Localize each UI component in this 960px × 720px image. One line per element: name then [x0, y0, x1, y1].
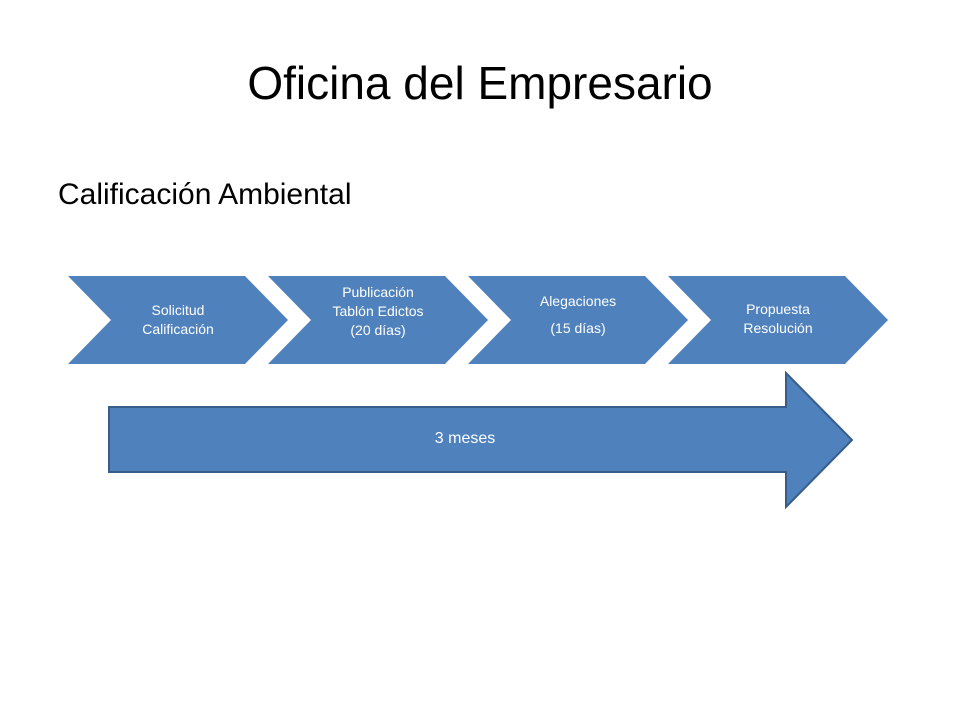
duration-label: 3 meses	[434, 430, 496, 447]
step-1-line-1: Solicitud	[151, 302, 205, 318]
step-3-line-2: (15 días)	[550, 319, 606, 336]
step-chevron-2	[268, 276, 488, 364]
step-2-line-1: Publicación	[342, 284, 414, 300]
step-2-line-2: Tablón Edictos	[332, 302, 424, 319]
step-label-4: Propuesta Resolución	[703, 300, 853, 338]
step-label-3: Alegaciones (15 días)	[503, 292, 653, 338]
page-subtitle: Calificación Ambiental	[58, 178, 352, 211]
step-4-line-2: Resolución	[743, 319, 813, 336]
step-chevron-4	[668, 276, 888, 364]
duration-arrow	[108, 370, 854, 510]
step-label-1: Solicitud Calificación	[103, 301, 253, 339]
step-2-line-3: (20 días)	[350, 321, 406, 338]
step-chevron-1	[68, 276, 288, 364]
step-4-line-1: Propuesta	[746, 301, 810, 317]
step-chevron-3	[468, 276, 688, 364]
step-3-line-1: Alegaciones	[539, 293, 617, 309]
step-1-line-2: Calificación	[142, 320, 214, 337]
page-title: Oficina del Empresario	[247, 57, 713, 109]
step-label-2: Publicación Tablón Edictos (20 días)	[303, 283, 453, 340]
